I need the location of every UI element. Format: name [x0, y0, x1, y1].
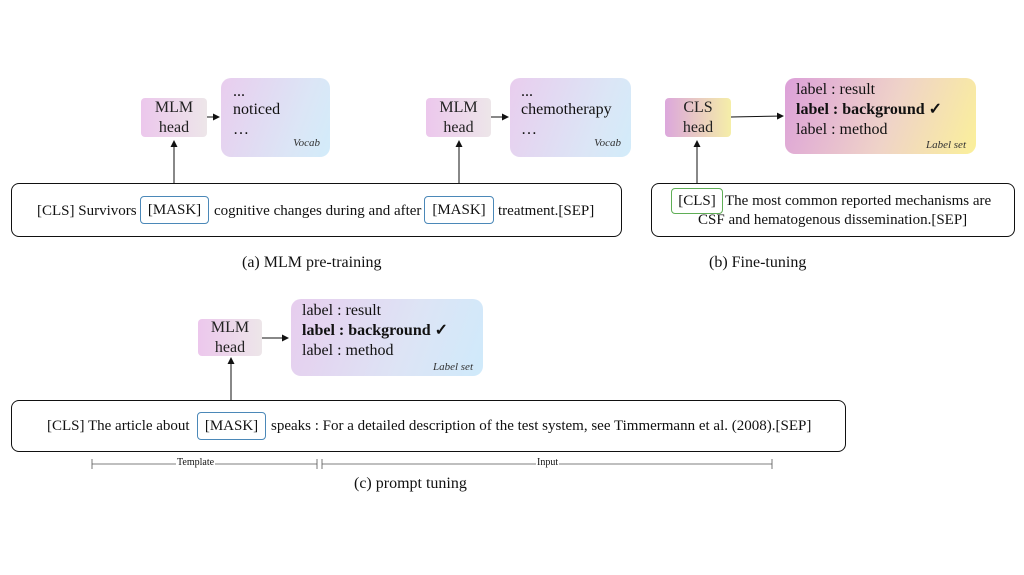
caption-c: (c) prompt tuning [354, 475, 467, 492]
cls-head-line2: head [682, 118, 714, 136]
label-b-background: label : background ✓ [796, 101, 943, 118]
vocab-box-2: ... chemotherapy … Vocab [510, 78, 631, 157]
arrow-clshead-to-labels [730, 112, 784, 120]
sentence-a-seg2: cognitive changes during and after [214, 203, 422, 219]
vocab-box-1: ... noticed … Vocab [221, 78, 330, 157]
mlm-head-2-line2: head [443, 118, 474, 136]
caption-a: (a) MLM pre-training [242, 254, 382, 271]
mask-token-c: [MASK] [197, 412, 266, 440]
label-c-result: label : result [302, 302, 382, 319]
sentence-box-a [11, 183, 622, 237]
vocab-1-item-1: ... [233, 83, 245, 100]
sentence-b-line2: CSF and hematogenous dissemination.[SEP] [698, 212, 968, 228]
label-b-result: label : result [796, 81, 876, 98]
vocab-2-item-2: chemotherapy [521, 101, 612, 118]
mlm-head-c: MLM head [198, 319, 262, 356]
mask-token-a2: [MASK] [424, 196, 494, 224]
caption-b: (b) Fine-tuning [709, 254, 807, 271]
label-c-background: label : background ✓ [302, 322, 449, 339]
label-set-c: label : result label : background ✓ labe… [291, 299, 483, 376]
cls-head: CLS head [665, 98, 731, 137]
sentence-box-c [11, 400, 846, 452]
vocab-2-item-3: … [521, 121, 537, 138]
mlm-head-2: MLM head [426, 98, 491, 137]
vocab-1-item-2: noticed [233, 101, 281, 118]
label-c-method: label : method [302, 342, 394, 359]
mask-token-a1: [MASK] [140, 196, 209, 224]
mlm-head-c-line2: head [214, 338, 246, 356]
label-set-b: label : result label : background ✓ labe… [785, 78, 976, 154]
vocab-2-tag: Vocab [594, 137, 621, 149]
vocab-1-item-3: … [233, 121, 249, 138]
label-set-c-tag: Label set [432, 361, 473, 373]
cls-head-line1: CLS [683, 98, 713, 116]
mlm-head-c-line1: MLM [210, 318, 250, 336]
sentence-c-seg2: speaks : For a detailed description of t… [271, 418, 812, 434]
vocab-2-item-1: ... [521, 83, 533, 100]
cls-token-b: [CLS] [671, 188, 723, 214]
mlm-head-1: MLM head [141, 98, 207, 137]
label-set-b-tag: Label set [925, 139, 966, 151]
sentence-a-seg1: [CLS] Survivors [37, 203, 137, 219]
vocab-1-tag: Vocab [293, 137, 320, 149]
sentence-c-seg1: [CLS] The article about [47, 418, 190, 434]
label-b-method: label : method [796, 121, 888, 138]
mlm-head-2-line1: MLM [439, 98, 478, 116]
mlm-head-1-line2: head [158, 118, 190, 136]
sentence-b-line1: The most common reported mechanisms are [725, 193, 992, 209]
sentence-a-seg3: treatment.[SEP] [498, 203, 595, 219]
input-brace-label: Input [536, 457, 560, 468]
template-brace-label: Template [176, 457, 216, 468]
mlm-head-1-line1: MLM [154, 98, 194, 116]
